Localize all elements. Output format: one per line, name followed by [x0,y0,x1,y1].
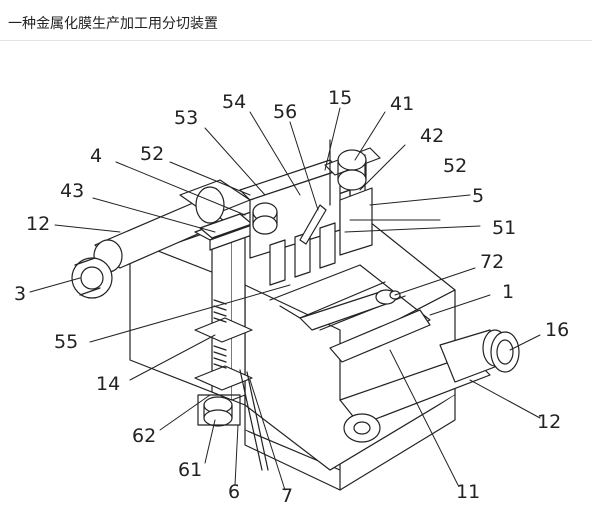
cutter-frame [239,159,341,286]
label-62: 62 [132,425,156,447]
label-52-a: 52 [140,143,164,165]
label-5: 5 [472,185,484,207]
label-6: 6 [228,481,240,503]
left-roller-12 [71,199,226,299]
vertical-post [194,231,253,427]
right-roller-12 [439,329,520,383]
right-column [324,139,381,256]
roller-72 [299,289,401,331]
page-title: 一种金属化膜生产加工用分切装置 [8,16,218,32]
label-52-b: 52 [443,155,467,177]
back-drum [179,179,251,224]
label-3: 3 [14,283,26,305]
label-53: 53 [174,107,198,129]
leader-lines [29,107,541,491]
label-43: 43 [60,180,84,202]
label-11: 11 [456,481,480,503]
label-54: 54 [222,91,246,113]
label-1: 1 [502,281,514,303]
label-61: 61 [178,459,202,481]
part-labels: 53 54 56 15 41 42 4 52 52 43 5 12 51 3 7… [14,87,569,507]
label-12-a: 12 [26,213,50,235]
label-4: 4 [90,145,102,167]
label-15: 15 [328,87,352,109]
label-7: 7 [281,485,293,507]
label-16: 16 [545,319,569,341]
label-72: 72 [480,251,504,273]
label-42: 42 [420,125,444,147]
roller-11 [329,309,431,363]
title-bar: 一种金属化膜生产加工用分切装置 [0,0,592,41]
label-41: 41 [390,93,414,115]
label-51: 51 [492,217,516,239]
label-12-b: 12 [537,411,561,433]
label-56: 56 [273,101,297,123]
label-55: 55 [54,331,78,353]
label-14: 14 [96,373,120,395]
lower-rod [239,369,269,471]
